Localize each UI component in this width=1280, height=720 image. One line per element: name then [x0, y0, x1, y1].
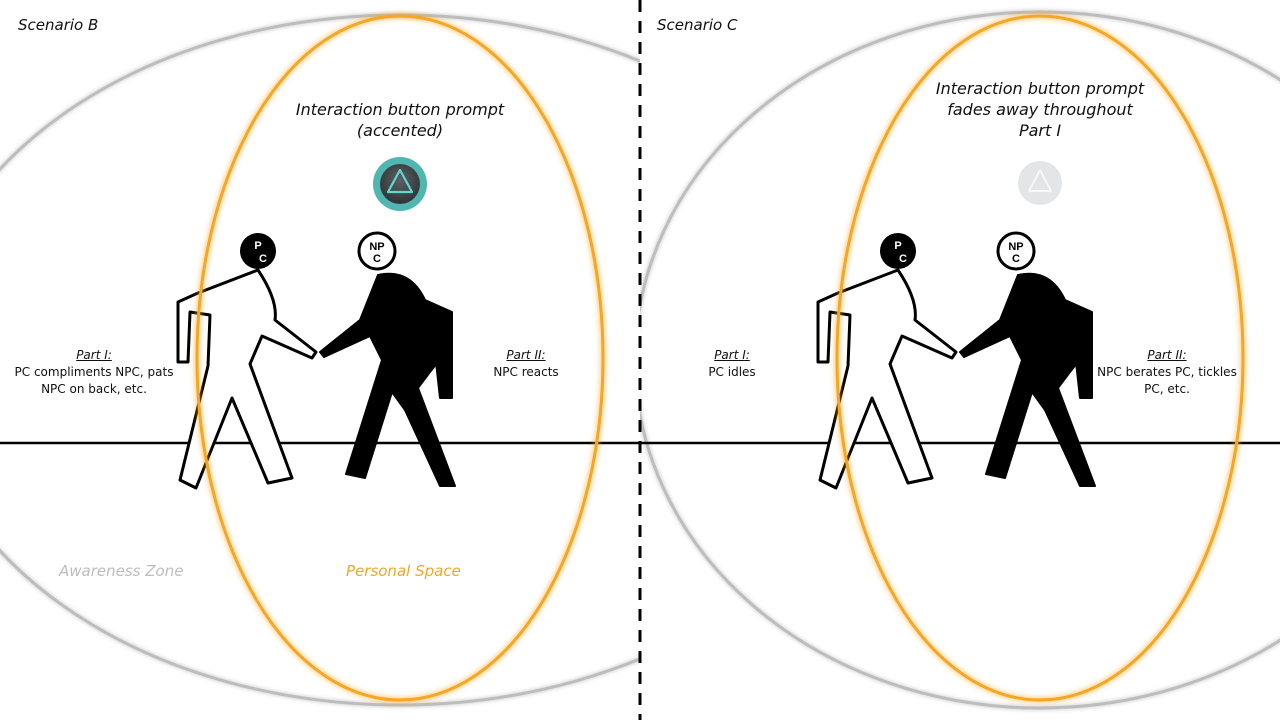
- pc-tag-bottom: C: [899, 253, 907, 265]
- part2-text: NPC berates PC, tickles PC, etc.: [1097, 365, 1237, 396]
- npc-tag-top: NP: [369, 241, 384, 253]
- npc-figure: [319, 272, 456, 487]
- part2-title: Part II:: [506, 348, 546, 362]
- scenario-c-part1: Part I: PC idles: [652, 347, 812, 381]
- triangle-icon: [386, 168, 414, 194]
- part1-text: PC compliments NPC, pats NPC on back, et…: [14, 365, 174, 396]
- awareness-zone-label: Awareness Zone: [59, 562, 184, 580]
- prompt-button-accented: [373, 157, 427, 211]
- part2-text: NPC reacts: [493, 365, 559, 379]
- pc-tag-top: P: [894, 240, 901, 252]
- prompt-button-faded: [1018, 161, 1062, 205]
- personal-space-ellipse: [835, 14, 1245, 702]
- scenario-b-prompt-text: Interaction button prompt (accented): [295, 100, 505, 140]
- pc-tag-top: P: [254, 240, 261, 252]
- pc-head: [880, 233, 916, 269]
- part1-title: Part I:: [76, 348, 112, 362]
- scenario-c-title: Scenario C: [657, 16, 738, 34]
- scenario-b-part1: Part I: PC compliments NPC, pats NPC on …: [14, 347, 174, 398]
- npc-tag-top: NP: [1008, 241, 1023, 253]
- npc-tag-bottom: C: [1012, 253, 1020, 265]
- scenario-b-part2: Part II: NPC reacts: [446, 347, 606, 381]
- scenario-c-part2: Part II: NPC berates PC, tickles PC, etc…: [1087, 347, 1247, 398]
- npc-head: [357, 231, 397, 271]
- part2-title: Part II:: [1147, 348, 1187, 362]
- scenario-c-prompt-text: Interaction button prompt fades away thr…: [935, 79, 1145, 140]
- scenario-c-panel: P C NP C: [640, 10, 1280, 710]
- pc-head: [240, 233, 276, 269]
- awareness-zone-ellipse: [640, 10, 1280, 710]
- scenario-b-panel: P C NP C: [0, 13, 640, 707]
- triangle-icon: [1028, 169, 1052, 192]
- npc-figure: [959, 272, 1096, 487]
- part1-title: Part I:: [714, 348, 750, 362]
- scenario-b-title: Scenario B: [18, 16, 99, 34]
- pc-tag-bottom: C: [259, 253, 267, 265]
- part1-text: PC idles: [708, 365, 756, 379]
- personal-space-label: Personal Space: [346, 562, 461, 580]
- npc-head: [996, 231, 1036, 271]
- personal-space-ellipse: [195, 14, 605, 702]
- npc-tag-bottom: C: [373, 253, 381, 265]
